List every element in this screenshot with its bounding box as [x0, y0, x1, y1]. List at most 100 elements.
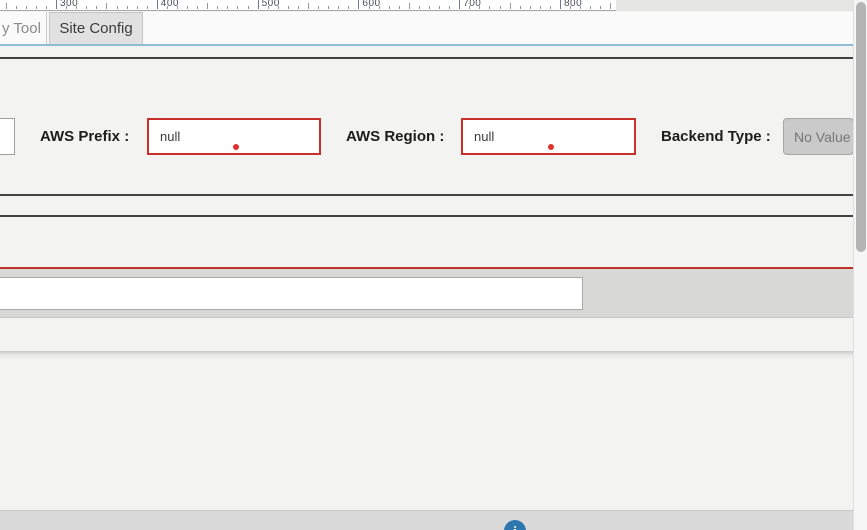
info-icon[interactable]: i	[504, 520, 526, 530]
ruler-tick	[539, 6, 541, 9]
ruler-tick	[35, 6, 37, 9]
ruler-tick	[156, 0, 158, 9]
ruler-tick	[297, 6, 299, 9]
ruler-tick	[469, 6, 471, 9]
ruler-tick	[338, 6, 340, 9]
ruler-tick	[116, 6, 118, 9]
ruler-tick	[499, 6, 501, 9]
aws-region-field[interactable]: null	[461, 118, 636, 155]
ruler-tick	[177, 6, 178, 9]
ruler-tick	[166, 6, 168, 9]
aws-prefix-label: AWS Prefix :	[40, 128, 130, 145]
wide-text-input[interactable]	[0, 277, 583, 310]
aws-region-error-dot	[548, 144, 554, 150]
backend-type-field[interactable]: No Value	[783, 118, 854, 155]
ruler-tick	[257, 0, 259, 9]
aws-prefix-field[interactable]: null	[147, 118, 321, 155]
ruler-tick	[378, 6, 380, 9]
aws-prefix-error-dot	[233, 144, 239, 150]
vertical-scrollbar	[853, 0, 867, 530]
backend-type-label: Backend Type :	[661, 128, 771, 145]
ruler-tick	[197, 6, 199, 9]
ruler-label: 700	[463, 0, 482, 9]
ruler-tick	[549, 6, 551, 9]
ruler-tick	[217, 6, 219, 9]
ruler-label: 500	[261, 0, 280, 9]
ruler-tick	[398, 6, 400, 9]
tab-tool-label: y Tool	[2, 19, 41, 37]
ruler-tick	[580, 6, 582, 9]
config-form-row: AWS Prefix : null AWS Region : null Back…	[0, 118, 854, 155]
measurement-ruler: 300 400 500 600 700 800	[0, 0, 616, 11]
ruler-tick	[136, 6, 138, 9]
ruler-label: 600	[362, 0, 381, 9]
ruler-tick	[15, 6, 17, 9]
ruler-tick	[207, 3, 209, 9]
aws-region-value: null	[474, 129, 495, 144]
ruler-tick	[287, 6, 289, 9]
panel-shadow-edge	[0, 351, 853, 360]
ruler-tick	[5, 3, 7, 9]
aws-region-label: AWS Region :	[346, 128, 445, 145]
footer-bar	[0, 510, 867, 530]
ruler-tick	[25, 6, 27, 9]
ruler-tick	[146, 6, 148, 9]
ruler-label: 300	[60, 0, 79, 9]
ruler-tick	[408, 3, 410, 9]
ruler-tick	[96, 6, 98, 9]
section-rule-mid1	[0, 194, 853, 196]
ruler-tick	[277, 6, 279, 9]
ruler-tick	[529, 6, 531, 9]
tab-bar: y Tool Site Config	[0, 12, 853, 44]
tab-tool[interactable]: y Tool	[0, 12, 47, 44]
ruler-tick	[45, 6, 47, 9]
backend-type-value: No Value	[794, 128, 851, 145]
ruler-tick	[308, 3, 309, 9]
ruler-tick	[509, 3, 511, 9]
ruler-tick	[570, 6, 572, 9]
ruler-tick	[76, 6, 78, 9]
ruler-label: 400	[160, 0, 179, 9]
ruler-tick	[358, 0, 360, 9]
aws-prefix-value: null	[160, 129, 181, 144]
ruler-tick	[348, 6, 350, 9]
ruler-tick	[126, 6, 128, 9]
ruler-end-fill	[616, 0, 853, 11]
ruler-tick	[247, 6, 249, 9]
tab-site-config[interactable]: Site Config	[49, 12, 143, 44]
ruler-tick	[590, 6, 592, 9]
ruler-tick	[106, 3, 108, 9]
ruler-label: 800	[564, 0, 583, 9]
partial-left-input[interactable]	[0, 118, 15, 155]
ruler-tick	[368, 6, 370, 9]
ruler-tick	[449, 6, 451, 9]
section-rule-mid2	[0, 215, 853, 217]
ruler-tick	[610, 3, 612, 9]
scrollbar-thumb[interactable]	[856, 2, 866, 252]
ruler-tick	[479, 6, 481, 9]
ruler-tick	[418, 6, 420, 9]
ruler-tick	[519, 6, 521, 9]
ruler-tick	[56, 0, 57, 9]
section-rule-top	[0, 57, 853, 59]
input-band	[0, 269, 853, 318]
ruler-tick	[439, 6, 440, 9]
ruler-tick	[429, 6, 430, 9]
info-icon-glyph: i	[513, 523, 517, 530]
ruler-tick	[489, 6, 491, 9]
ruler-tick	[237, 6, 239, 9]
ruler-tick	[86, 6, 88, 9]
ruler-tick	[600, 6, 602, 9]
tab-site-config-label: Site Config	[59, 20, 133, 37]
ruler-tick	[187, 6, 188, 9]
ruler-tick	[267, 6, 269, 9]
ruler-tick	[560, 0, 561, 9]
section-rule-red	[0, 267, 853, 269]
ruler-tick	[318, 6, 320, 9]
ruler-tick	[66, 6, 68, 9]
ruler-tick	[328, 6, 330, 9]
ruler-tick	[227, 6, 229, 9]
ruler-tick	[388, 6, 390, 9]
tab-underline	[0, 44, 867, 46]
